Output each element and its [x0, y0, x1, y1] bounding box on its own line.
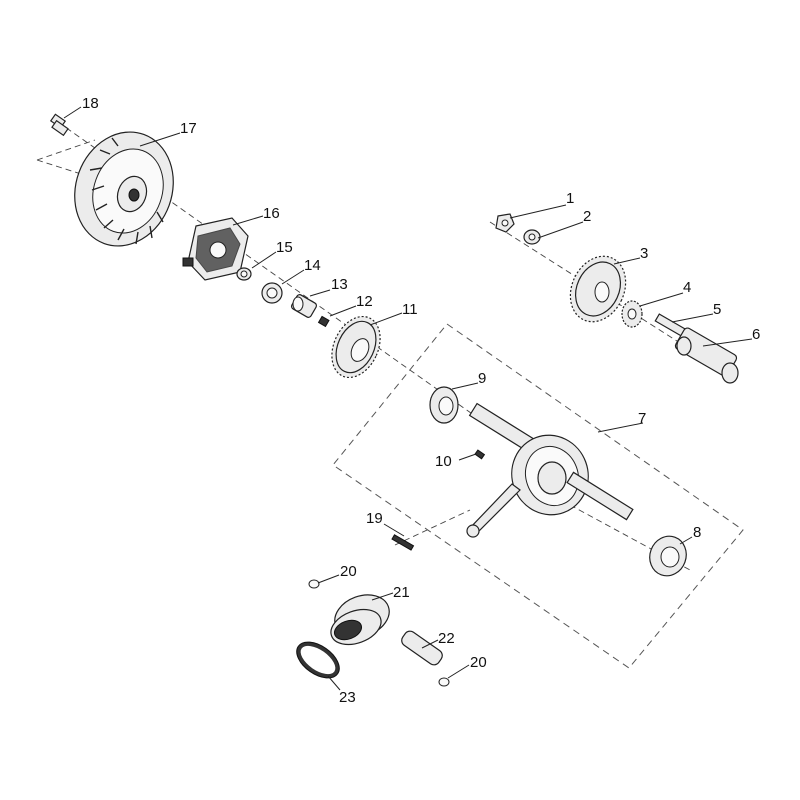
callout-18: 18	[82, 95, 99, 112]
bearing-9	[429, 386, 459, 424]
callout-14: 14	[304, 257, 321, 274]
washer-2	[523, 229, 541, 245]
callout-6: 6	[752, 326, 760, 343]
callout-8: 8	[693, 524, 701, 541]
shaft-6	[674, 327, 739, 384]
callout-9: 9	[478, 370, 486, 387]
callout-2: 2	[583, 208, 591, 225]
bearing-14	[261, 282, 283, 304]
bearing-8	[649, 535, 687, 577]
circlip-20-bottom	[438, 677, 450, 687]
callout-12: 12	[356, 293, 373, 310]
callout-23: 23	[339, 689, 356, 706]
key-19	[391, 534, 415, 551]
callout-16: 16	[263, 205, 280, 222]
flywheel-fan	[74, 131, 174, 247]
callout-1: 1	[566, 190, 574, 207]
callout-5: 5	[713, 301, 721, 318]
callout-11: 11	[402, 301, 418, 318]
piston-ring	[296, 641, 340, 679]
piston	[330, 594, 390, 646]
callout-7: 7	[638, 410, 646, 427]
circlip-20-top	[308, 579, 320, 589]
flywheel-bolt	[49, 113, 69, 137]
callout-3: 3	[640, 245, 648, 262]
callout-15: 15	[276, 239, 293, 256]
crankshaft-assembly-frame	[332, 323, 744, 669]
callout-10: 10	[435, 453, 452, 470]
callout-19: 19	[366, 510, 383, 527]
callout-13: 13	[331, 276, 348, 293]
callout-22: 22	[438, 630, 455, 647]
callout-4: 4	[683, 279, 691, 296]
callout-numbers: 1 2 3 4 5 6 7 8 9 10 11 12 13 14 15 16 1…	[82, 95, 760, 706]
callout-20-top: 20	[340, 563, 357, 580]
gear-3	[569, 255, 627, 323]
callout-17: 17	[180, 120, 197, 137]
callout-20-bottom: 20	[470, 654, 487, 671]
gear-4	[621, 300, 643, 328]
bushing-13	[290, 294, 318, 318]
leader-lines	[63, 106, 753, 691]
callout-21: 21	[393, 584, 410, 601]
washer-15-hole	[240, 270, 248, 278]
key-10	[474, 449, 486, 460]
gear-11	[331, 315, 381, 379]
nut-1	[495, 213, 515, 233]
pin-12	[317, 315, 330, 328]
crankshaft	[466, 402, 634, 538]
